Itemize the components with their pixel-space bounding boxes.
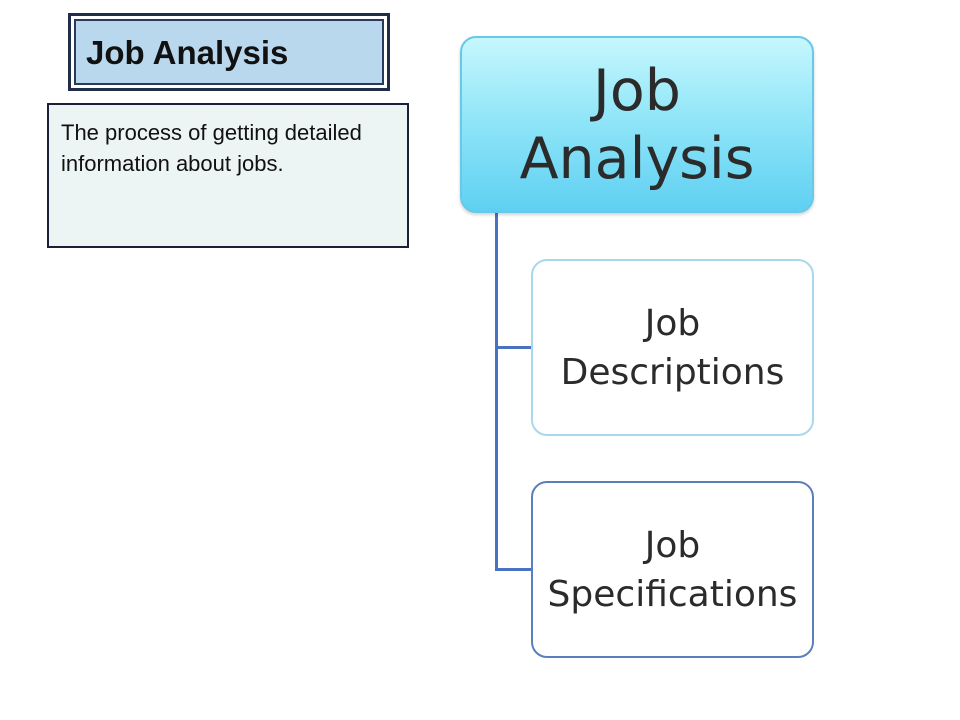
- page-title: Job Analysis: [86, 33, 289, 71]
- node-job-specifications: Job Specifications: [531, 481, 814, 658]
- node-job-specifications-label: Job Specifications: [547, 524, 798, 615]
- title-box: Job Analysis: [68, 13, 390, 91]
- definition-text: The process of getting detailed informat…: [61, 120, 362, 176]
- connector-to-descriptions: [495, 346, 531, 349]
- node-job-descriptions-label: Job Descriptions: [560, 302, 785, 393]
- node-job-descriptions: Job Descriptions: [531, 259, 814, 436]
- title-inner: Job Analysis: [74, 19, 384, 85]
- node-job-analysis: Job Analysis: [460, 36, 814, 213]
- definition-box: The process of getting detailed informat…: [47, 103, 409, 248]
- node-job-analysis-label: Job Analysis: [519, 57, 755, 192]
- connector-vertical: [495, 213, 498, 570]
- connector-to-specifications: [495, 568, 531, 571]
